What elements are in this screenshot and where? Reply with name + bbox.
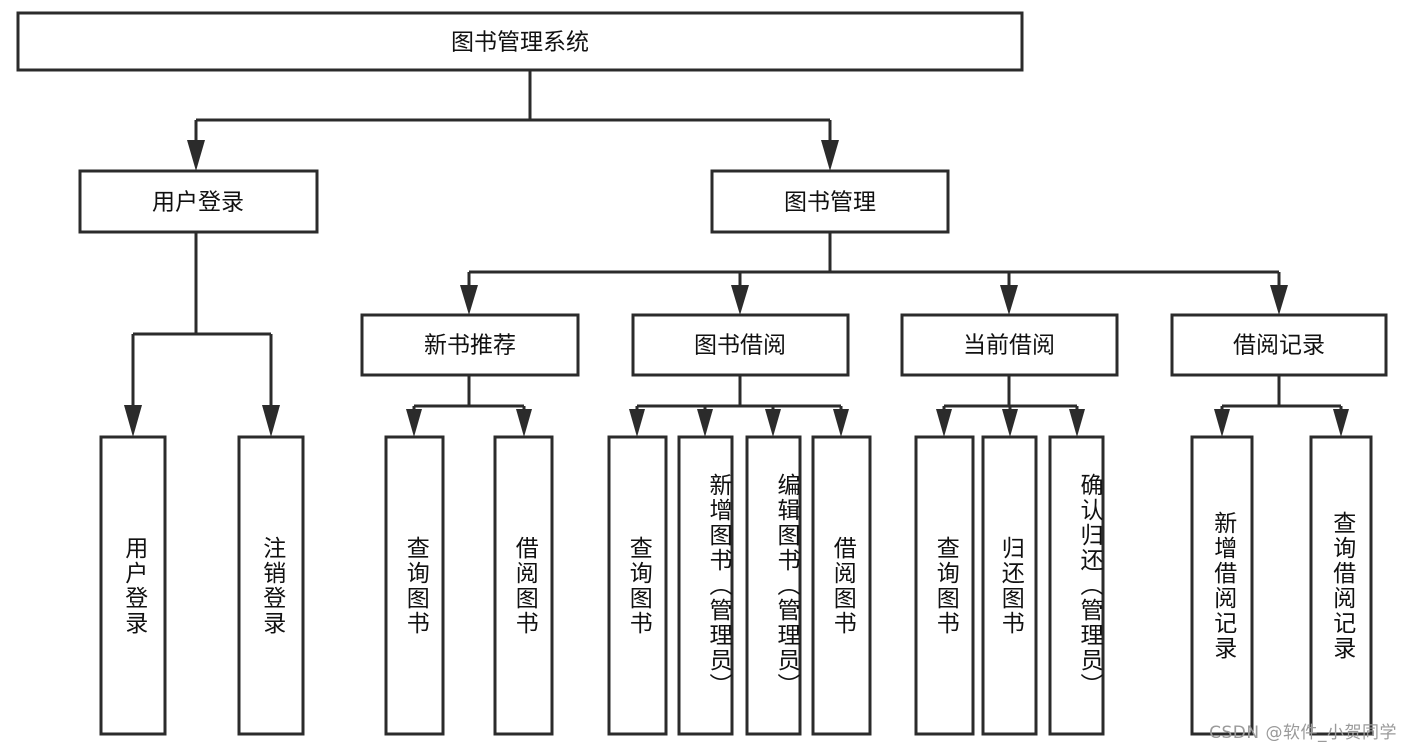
arrow-icon-current-leaf3 — [1069, 409, 1085, 437]
arrow-heads — [124, 140, 1349, 437]
arrow-icon-to-user-login — [187, 140, 205, 171]
leaf-box-record-2[interactable] — [1309, 435, 1373, 736]
node-borrow-record-box[interactable] — [1170, 313, 1388, 377]
arrow-icon-to-borrow-record — [1270, 285, 1288, 315]
arrow-icon-current-leaf1 — [936, 409, 952, 437]
arrow-icon-recommend-leaf1 — [406, 409, 422, 437]
arrow-icon-borrow-leaf3 — [765, 409, 781, 437]
node-user-login-box[interactable] — [78, 169, 319, 234]
node-borrow-record-label: 借阅记录 — [1233, 333, 1325, 359]
leaf-box-current-2[interactable] — [981, 435, 1038, 736]
node-book-borrow-box[interactable] — [631, 313, 850, 377]
node-new-book-recommend-label: 新书推荐 — [424, 333, 516, 359]
leaf-box-user-login-1[interactable] — [99, 435, 167, 736]
arrow-icon-borrow-leaf4 — [833, 409, 849, 437]
watermark-text: CSDN @软件_小贺同学 — [1209, 723, 1397, 743]
arrow-icon-to-book-manage — [821, 140, 839, 171]
arrow-icon-borrow-leaf1 — [629, 409, 645, 437]
node-boxes — [16, 11, 1388, 736]
arrow-icon-to-new-book-recommend — [460, 285, 478, 315]
leaf-box-borrow-3[interactable] — [745, 435, 802, 736]
leaf-box-borrow-4[interactable] — [811, 435, 872, 736]
node-book-manage-label: 图书管理 — [784, 190, 876, 216]
leaf-box-record-1[interactable] — [1190, 435, 1254, 736]
arrow-icon-record-leaf2 — [1333, 409, 1349, 437]
leaf-box-recommend-2[interactable] — [493, 435, 554, 736]
node-new-book-recommend-box[interactable] — [360, 313, 580, 377]
arrow-icon-to-current-borrow — [1000, 285, 1018, 315]
arrow-icon-to-book-borrow — [731, 285, 749, 315]
arrow-icon-record-leaf1 — [1214, 409, 1230, 437]
arrow-icon-recommend-leaf2 — [516, 409, 532, 437]
leaf-box-current-3[interactable] — [1048, 435, 1105, 736]
leaf-box-recommend-1[interactable] — [384, 435, 445, 736]
arrow-icon-user-login-leaf2 — [262, 405, 280, 437]
node-current-borrow-label: 当前借阅 — [963, 333, 1055, 359]
leaf-box-borrow-1[interactable] — [607, 435, 668, 736]
node-root-label: 图书管理系统 — [451, 30, 589, 56]
node-current-borrow-box[interactable] — [900, 313, 1119, 377]
node-book-manage-box[interactable] — [710, 169, 950, 234]
arrow-icon-borrow-leaf2 — [697, 409, 713, 437]
node-root-box[interactable] — [16, 11, 1024, 72]
node-labels: 图书管理系统 用户登录 图书管理 新书推荐 图书借阅 当前借阅 借阅记录 — [152, 30, 1325, 359]
arrow-icon-user-login-leaf1 — [124, 405, 142, 437]
arrow-icon-current-leaf2 — [1002, 409, 1018, 437]
leaf-box-user-login-2[interactable] — [237, 435, 305, 736]
leaf-box-borrow-2[interactable] — [677, 435, 734, 736]
node-book-borrow-label: 图书借阅 — [694, 333, 786, 359]
node-user-login-label: 用户登录 — [152, 190, 244, 216]
leaf-box-current-1[interactable] — [914, 435, 975, 736]
